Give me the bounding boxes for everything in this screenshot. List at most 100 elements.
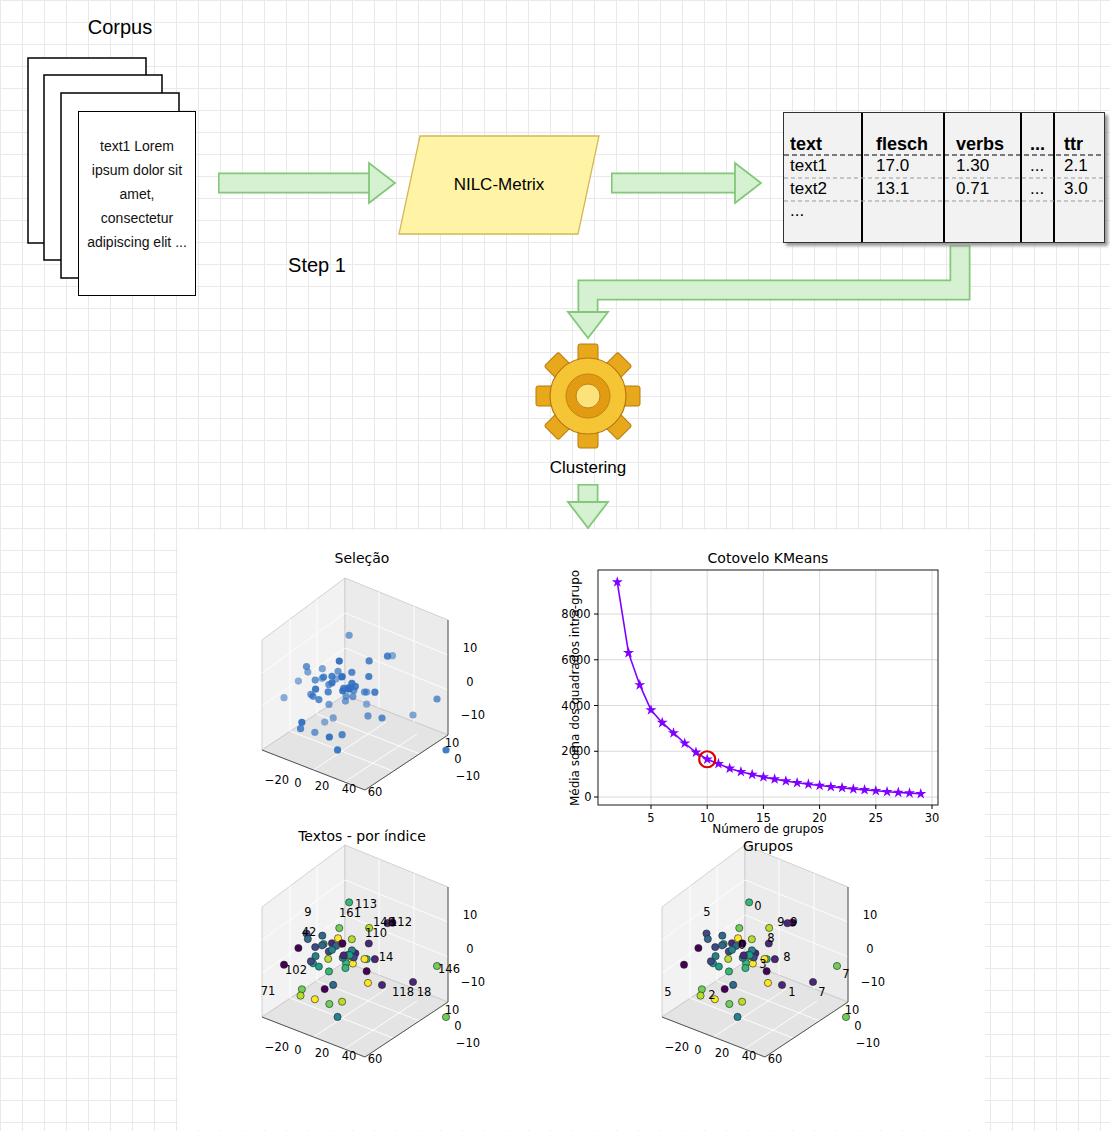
tick-label: −10 xyxy=(461,708,485,722)
scatter-dot xyxy=(730,981,737,988)
data-marker xyxy=(679,737,690,748)
grid-line xyxy=(875,570,876,805)
tick-label: 0 xyxy=(294,1043,301,1057)
scatter-dot xyxy=(295,944,302,951)
table-cell: 1.30 xyxy=(956,155,989,177)
point-annotation: 110 xyxy=(365,926,387,940)
scatter-dot xyxy=(409,978,416,985)
table-cell: 0.71 xyxy=(956,178,989,200)
data-marker xyxy=(814,780,825,791)
row-rule xyxy=(784,155,1104,156)
grid-line xyxy=(932,570,933,805)
data-marker xyxy=(803,778,814,789)
axis-title: Média soma dos quadrados intra-grupo xyxy=(568,570,582,806)
scatter-points xyxy=(280,632,849,1021)
grid-line xyxy=(819,570,820,805)
tick-label: 60 xyxy=(368,1052,383,1066)
tick-label: −10 xyxy=(456,1036,480,1050)
arrow-fill xyxy=(220,174,369,192)
table-header: ... xyxy=(1030,133,1045,155)
tick-label: 0 xyxy=(454,1019,461,1033)
scatter-dot xyxy=(298,986,305,993)
scatter-dot xyxy=(365,940,372,947)
tick-label: 0 xyxy=(584,790,591,804)
scatter-dot xyxy=(736,924,743,931)
tick-label: 40 xyxy=(342,1049,357,1063)
tick-mark xyxy=(594,614,598,615)
data-marker xyxy=(859,784,870,795)
plot-area xyxy=(598,570,938,805)
data-marker xyxy=(893,787,904,798)
block-arrow xyxy=(218,163,395,203)
scatter-dot xyxy=(748,936,755,943)
scatter-dot xyxy=(719,932,726,939)
clustering-gear: Clustering xyxy=(520,340,656,482)
scatter-dot xyxy=(784,920,791,927)
tick-label: 0 xyxy=(854,1019,861,1033)
tick-label: 20 xyxy=(715,1046,730,1060)
tick-mark xyxy=(932,805,933,809)
data-marker xyxy=(848,783,859,794)
scatter-dot xyxy=(346,899,353,906)
data-marker xyxy=(870,785,881,796)
scatter-dot xyxy=(312,944,319,951)
table-header: verbs xyxy=(956,133,1004,155)
tick-label: −20 xyxy=(265,1040,289,1054)
grid-line xyxy=(598,797,938,798)
table-cell: ... xyxy=(1030,178,1044,200)
tick-label: 10 xyxy=(445,1003,460,1017)
scatter-dot xyxy=(778,981,785,988)
axes-frame xyxy=(598,570,938,805)
scatter-dot xyxy=(312,677,319,684)
scatter-dot xyxy=(725,968,732,975)
point-annotation: 8 xyxy=(767,931,774,945)
scatter-dot xyxy=(315,696,322,703)
tick-mark xyxy=(594,659,598,660)
data-marker xyxy=(825,781,836,792)
scatter-dot xyxy=(295,677,302,684)
scatter-dot xyxy=(363,701,370,708)
arrow-head xyxy=(568,502,608,528)
tick-label: 25 xyxy=(868,811,883,825)
scatter-dot xyxy=(304,668,311,675)
tick-label: 30 xyxy=(925,811,940,825)
point-annotation: 71 xyxy=(261,984,276,998)
scatter-dot xyxy=(297,725,304,732)
scatter-dot xyxy=(742,964,749,971)
scatter-dot xyxy=(725,955,732,962)
scatter-dot xyxy=(378,981,385,988)
tick-label: 60 xyxy=(368,785,383,799)
scatter-dot xyxy=(746,899,753,906)
data-marker xyxy=(645,704,656,715)
scatter-dot xyxy=(338,731,345,738)
arrow-fill xyxy=(579,486,597,502)
data-marker xyxy=(735,766,746,777)
scatter-dot xyxy=(328,946,335,953)
data-marker xyxy=(882,786,893,797)
tick-label: −10 xyxy=(856,1036,880,1050)
table-cell: 3.0 xyxy=(1064,178,1088,200)
arrow-outline xyxy=(218,173,369,194)
document-page: text1 Lorem ipsum dolor sit amet, consec… xyxy=(78,111,196,296)
tick-label: 0 xyxy=(294,776,301,790)
document-stack: Corpustext1 Lorem ipsum dolor sit amet, … xyxy=(28,10,196,296)
scatter-dot xyxy=(326,1000,333,1007)
tick-mark xyxy=(594,705,598,706)
point-annotation: 9 xyxy=(790,915,797,929)
scatter-dot xyxy=(298,719,305,726)
point-annotation: 7 xyxy=(818,985,825,999)
table-cell: 17.0 xyxy=(876,155,909,177)
point-annotation: 102 xyxy=(285,963,307,977)
table-cell: ... xyxy=(1030,155,1044,177)
scatter-dot xyxy=(771,956,778,963)
grid-line xyxy=(763,570,764,805)
tick-label: 0 xyxy=(694,1043,701,1057)
figure-panel xyxy=(178,530,985,1130)
gear-body xyxy=(550,358,626,434)
scatter-dot xyxy=(363,968,370,975)
process-parallelogram: NILC-Metrix xyxy=(398,135,600,235)
scatter-dot xyxy=(346,632,353,639)
tick-label: −10 xyxy=(461,975,485,989)
scatter-dot xyxy=(340,952,347,959)
table-cell: ... xyxy=(790,200,804,222)
